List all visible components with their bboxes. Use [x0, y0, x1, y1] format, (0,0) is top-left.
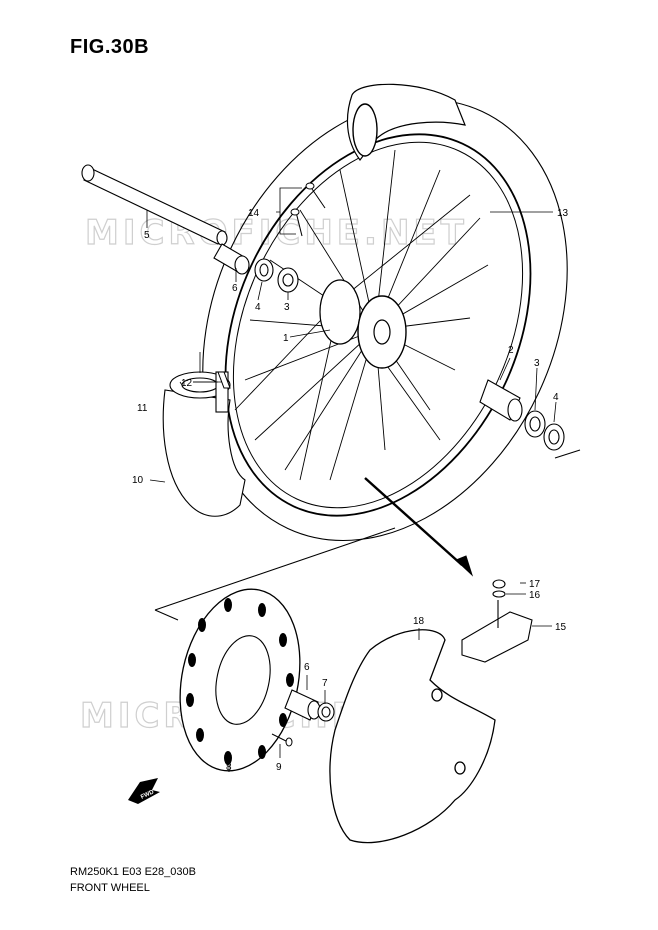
hub-center [373, 319, 391, 345]
callout-7: 7 [322, 678, 328, 689]
right-side-parts [479, 379, 565, 451]
figure-title: FIG.30B [70, 36, 150, 58]
figure-code: RM250K1 E03 E28_030B [70, 866, 196, 878]
callout-3-right: 3 [534, 358, 540, 369]
callout-8: 8 [226, 762, 232, 773]
callout-3-left: 3 [284, 302, 290, 313]
callout-4-right: 4 [553, 392, 559, 403]
disc-bolt [271, 733, 293, 747]
brake-disc [179, 588, 301, 772]
callout-18: 18 [413, 616, 425, 627]
callout-5: 5 [144, 230, 150, 241]
tire-section-top [346, 83, 466, 162]
leader-lines [146, 187, 557, 772]
callout-1: 1 [283, 333, 289, 344]
axle [81, 164, 228, 246]
figure-caption: FRONT WHEEL [70, 882, 150, 894]
callout-16: 16 [529, 590, 541, 601]
bottom-collar-seal [284, 689, 335, 722]
fwd-label: FWD [140, 789, 156, 800]
tire-tube-section [162, 371, 246, 517]
callout-6-top: 6 [232, 283, 238, 294]
hub-flange-left [319, 279, 361, 345]
watermark-top: MICROFICHE.NET [85, 213, 468, 253]
assembly-plane-lines [154, 449, 581, 621]
callout-14: 14 [248, 208, 260, 219]
spoke-parts [290, 182, 326, 237]
callout-10: 10 [132, 475, 144, 486]
disc-cover [329, 629, 496, 844]
callout-13: 13 [557, 208, 569, 219]
wheel-assembly [202, 83, 568, 542]
callout-labels: 1 2 3 4 3 4 5 6 6 7 8 9 10 11 12 13 14 1… [132, 208, 569, 773]
callout-17: 17 [529, 579, 541, 590]
callout-12: 12 [181, 378, 193, 389]
tire-outline [202, 98, 568, 542]
callout-2: 2 [508, 345, 514, 356]
left-side-parts [213, 243, 299, 293]
callout-4-left: 4 [255, 302, 261, 313]
rim-band [217, 371, 231, 389]
assembly-arrow [364, 477, 474, 577]
callout-11: 11 [137, 403, 148, 414]
callout-9: 9 [276, 762, 282, 773]
callout-15: 15 [555, 622, 567, 633]
callout-6-bottom: 6 [304, 662, 310, 673]
rim-outer [224, 133, 532, 517]
fwd-direction-icon: FWD [128, 778, 160, 804]
rim-lock [461, 579, 533, 663]
